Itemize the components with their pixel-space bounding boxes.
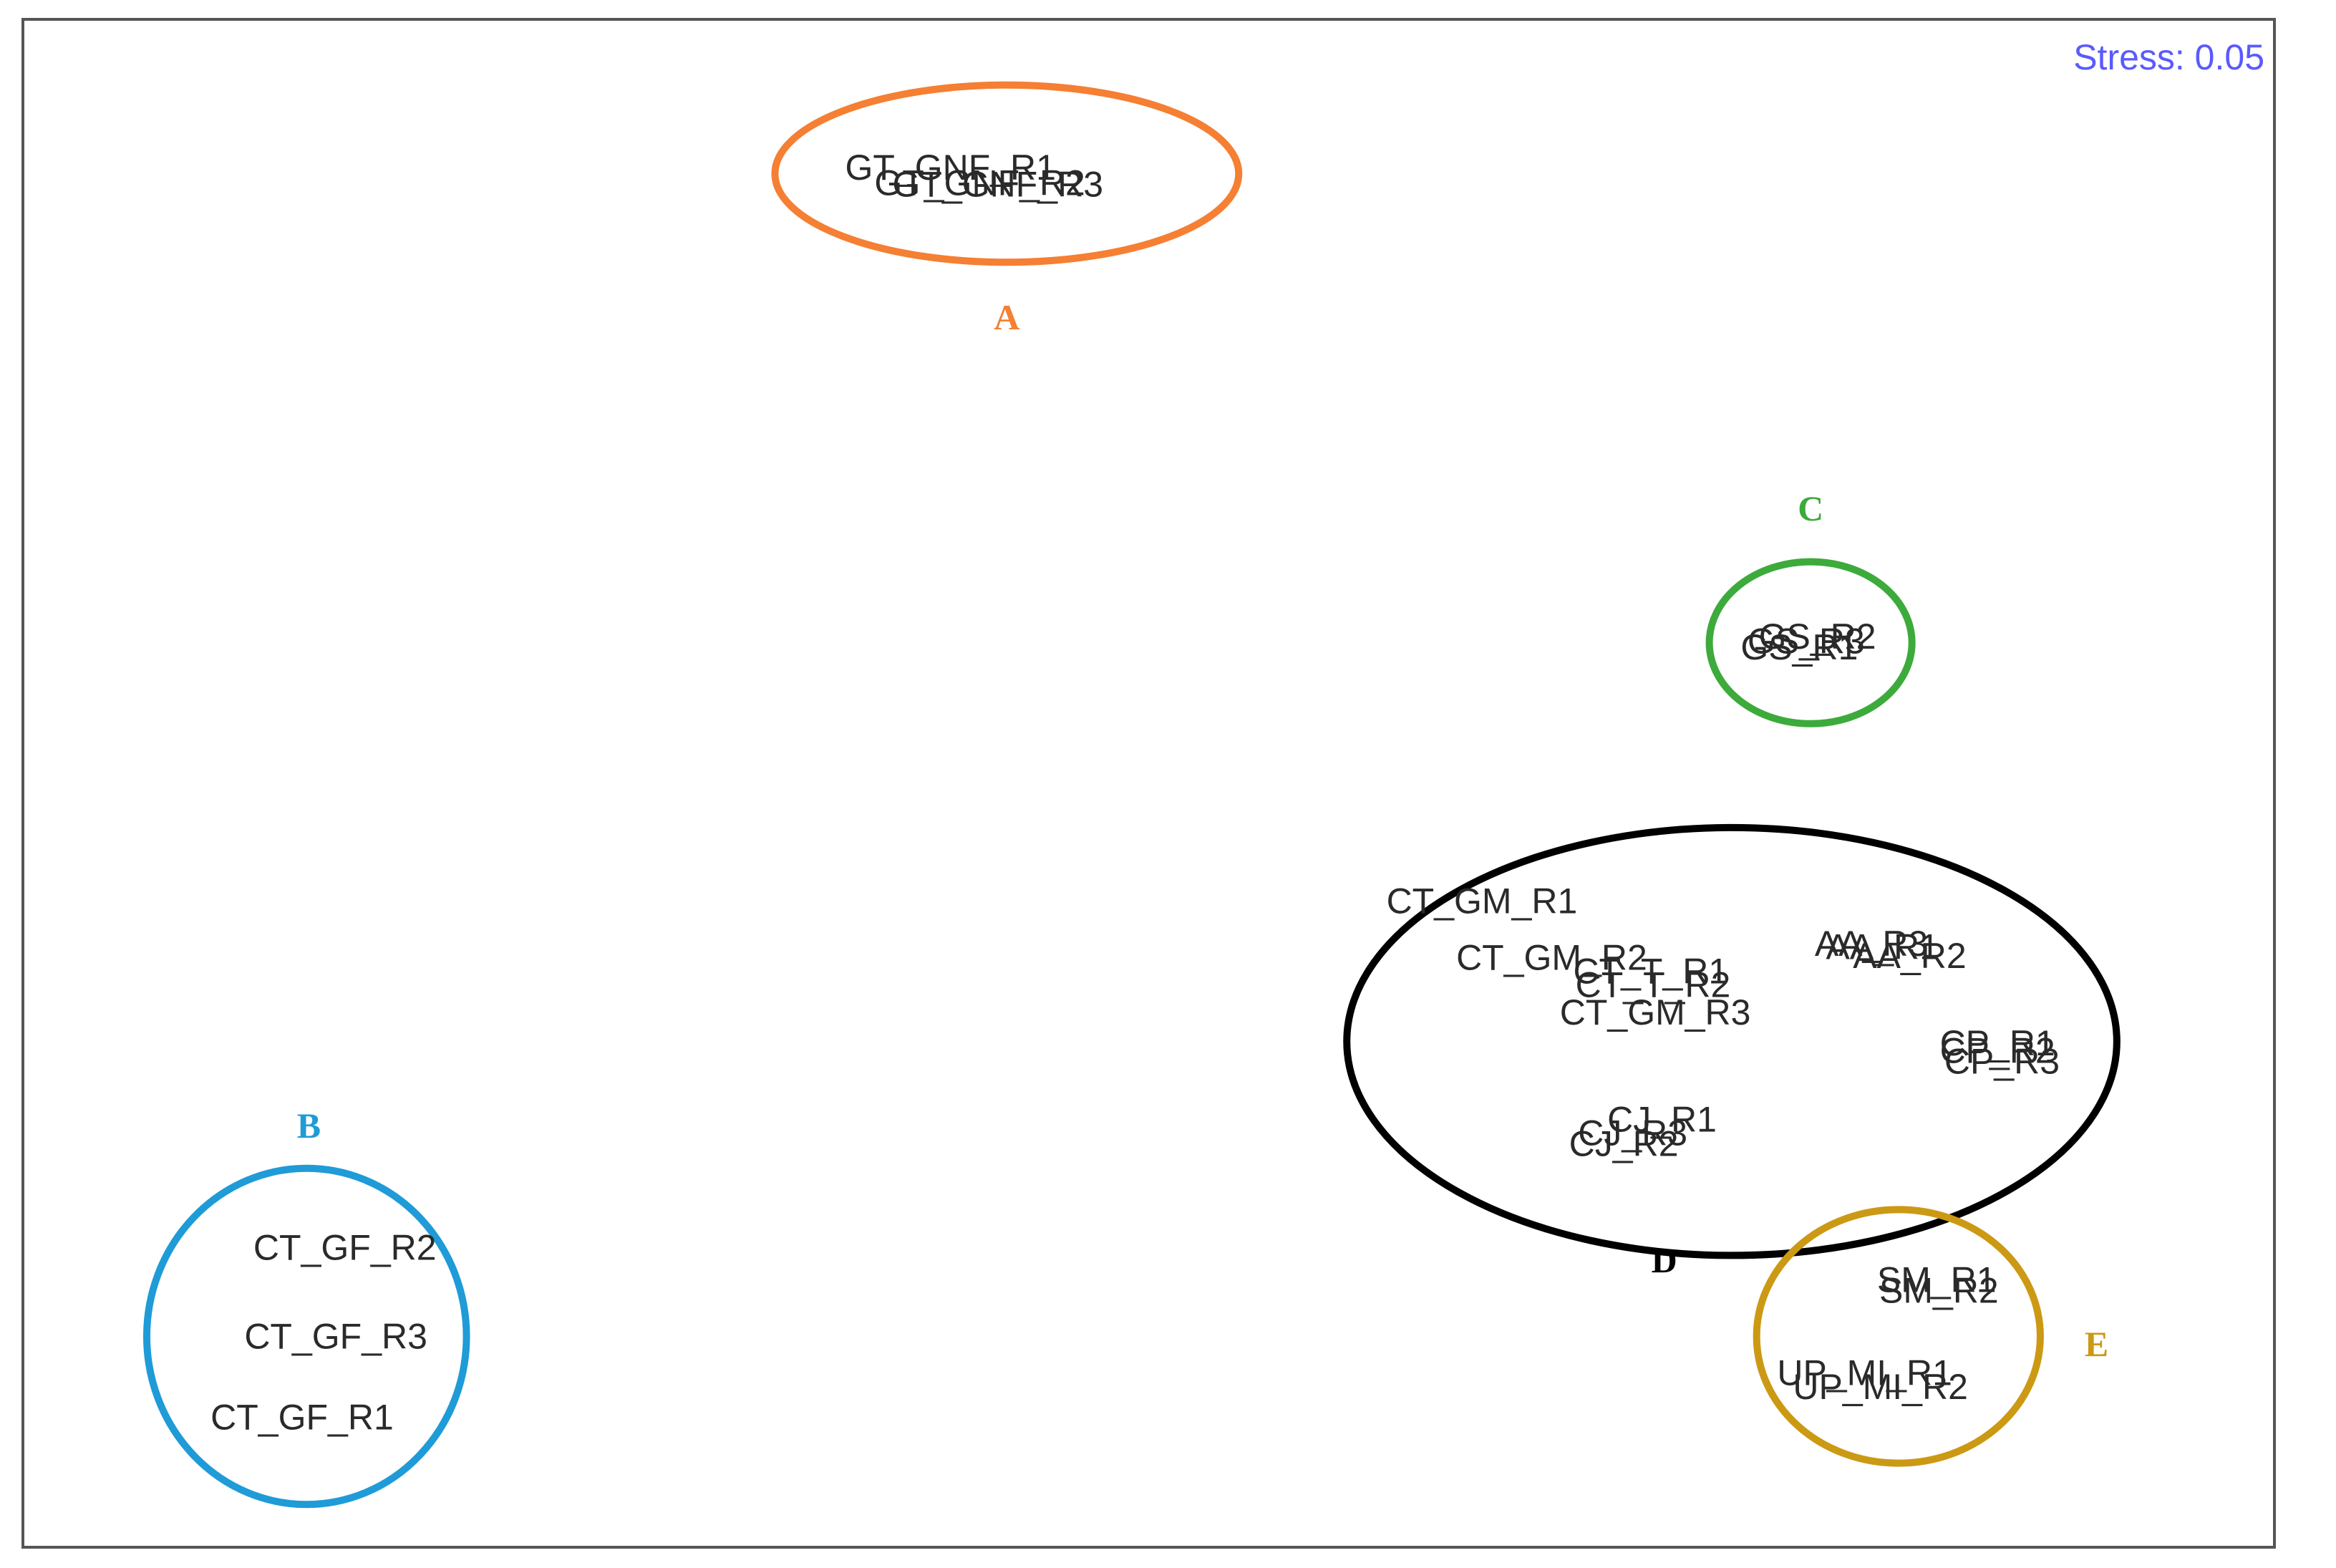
plot-frame <box>21 18 2276 1549</box>
point-label-sm-r1: SM_R1 <box>1877 1260 1997 1300</box>
point-label-gs-r3: GS_R3 <box>1748 621 1865 662</box>
group-c-ellipse <box>1705 558 1916 727</box>
point-label-cj-r1: CJ_R1 <box>1607 1099 1717 1139</box>
point-label-ct-gm-r2: CT_GM_R2 <box>1456 937 1647 977</box>
point-label-ct-gf-r1: CT_GF_R1 <box>210 1398 394 1438</box>
stress-annotation: Stress: 0.05 <box>2073 37 2264 77</box>
group-ellipses <box>142 81 2121 1509</box>
point-label-up-mi-r2: UP_MI_R2 <box>1793 1367 1968 1407</box>
point-label-gt-gnf-r1: GT_GNF_R1 <box>845 147 1056 188</box>
group-d-letter: D <box>1652 1240 1677 1280</box>
group-letters: A B C D E <box>297 297 2108 1364</box>
point-label-cp-r2: CP_R2 <box>1940 1030 2055 1070</box>
point-label-cp-r3: CP_R3 <box>1944 1041 2060 1081</box>
group-d-ellipse <box>1343 823 2121 1259</box>
group-c-letter: C <box>1798 488 1823 528</box>
group-b-letter: B <box>297 1105 321 1146</box>
point-label-cp-r1: CP_R1 <box>1940 1023 2055 1063</box>
point-label-cj-r2: CJ_R2 <box>1569 1124 1679 1164</box>
group-b-ellipse <box>142 1164 470 1509</box>
point-label-gt-gnf-r3: GT_GNF_R3 <box>893 164 1104 204</box>
point-label-ct-t-r2: CT_T_R2 <box>1576 965 1731 1005</box>
point-label-gs-r2: GS_R2 <box>1759 616 1876 657</box>
point-label-ct-gf-r3: CT_GF_R3 <box>244 1317 427 1357</box>
point-label-ct-gm-r1: CT_GM_R1 <box>1387 881 1578 921</box>
point-label-ct-gf-r2: CT_GF_R2 <box>253 1228 437 1268</box>
point-label-aa-r1: AA_R1 <box>1826 926 1939 967</box>
group-e-ellipse <box>1753 1206 2044 1467</box>
point-label-gs-r1: GS_R1 <box>1740 627 1858 667</box>
point-label-gt-gnf-r2: GT_GNF_R2 <box>874 163 1085 203</box>
point-label-cj-r3: CJ_R3 <box>1578 1113 1687 1153</box>
point-labels: GT_GNF_R1GT_GNF_R2GT_GNF_R3CT_GF_R2CT_GF… <box>210 147 2060 1438</box>
point-label-aa-r2: AA_R2 <box>1853 936 1966 976</box>
group-a-ellipse <box>771 81 1243 266</box>
group-a-letter: A <box>994 297 1019 337</box>
point-label-sm-r2: SM_R2 <box>1879 1270 1999 1310</box>
point-label-ct-gm-r3: CT_GM_R3 <box>1560 992 1751 1032</box>
point-label-up-mi-r1: UP_MI_R1 <box>1777 1353 1952 1393</box>
point-label-aa-r3: AA_R3 <box>1815 924 1928 964</box>
group-e-letter: E <box>2085 1324 2108 1364</box>
point-label-ct-t-r1: CT_T_R1 <box>1573 951 1728 991</box>
